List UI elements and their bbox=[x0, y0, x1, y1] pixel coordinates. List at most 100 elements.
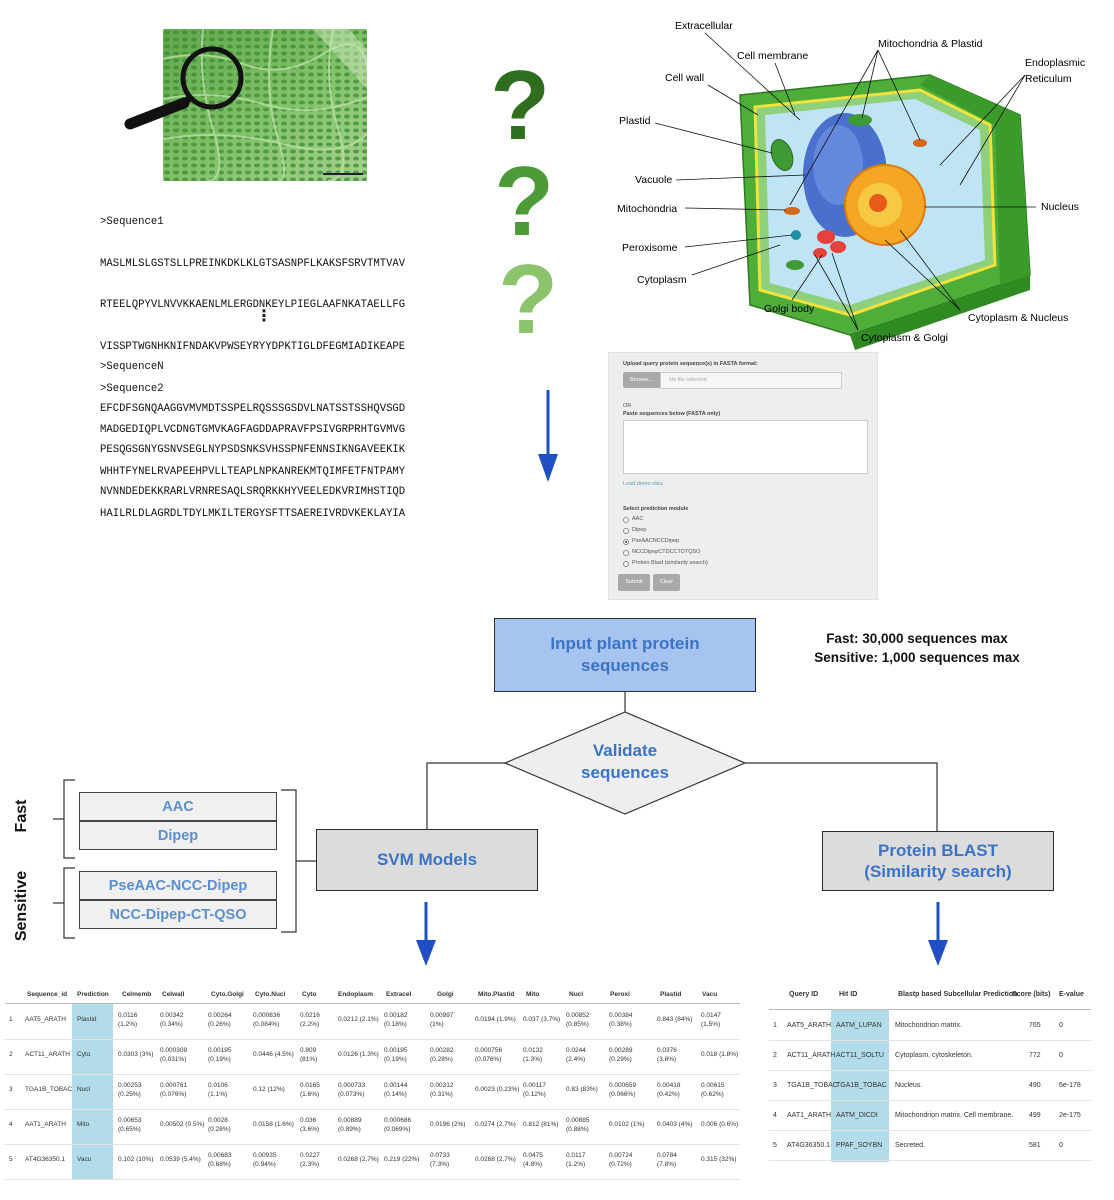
table-cell: 0.0158 (1.6%) bbox=[253, 1121, 294, 1128]
table-cell: 0.0212 (2.1%) bbox=[338, 1016, 379, 1023]
table-cell: 0.0733(7.3%) bbox=[430, 1152, 450, 1168]
vertical-ellipsis: ⋮ bbox=[256, 308, 272, 325]
row-separator bbox=[769, 1040, 1091, 1041]
column-header[interactable]: Query ID bbox=[789, 991, 819, 998]
column-header[interactable]: Score (bits) bbox=[1012, 991, 1051, 998]
column-header[interactable]: Plastid bbox=[660, 991, 682, 998]
table-cell: TGA1B_TOBAC bbox=[787, 1082, 838, 1089]
column-header[interactable]: Cyto.Nucl bbox=[255, 991, 286, 998]
row-separator bbox=[5, 1144, 740, 1145]
table-cell: AAT5_ARATH bbox=[25, 1016, 66, 1023]
label-cell-wall: Cell wall bbox=[665, 72, 704, 84]
fasta-line: VISSPTWGNHKNIFNDAKVPWSEYRYYDPKTIGLDFEGMI… bbox=[100, 340, 406, 353]
column-header[interactable]: Extracel bbox=[386, 991, 412, 998]
radio-nccdipepctdcctdtqso[interactable] bbox=[623, 550, 629, 556]
label-cytoplasm: Cytoplasm bbox=[637, 274, 687, 286]
radio-label: Protein Blast (similarity search) bbox=[632, 560, 708, 566]
magnifier-icon bbox=[124, 46, 244, 130]
table-cell: 0.00264(0.26%) bbox=[208, 1012, 232, 1028]
table-cell: 0.000686(0.069%) bbox=[384, 1117, 412, 1133]
label-mito-plastid: Mitochondria & Plastid bbox=[878, 38, 983, 50]
table-cell: 0.0132(1.3%) bbox=[523, 1047, 543, 1063]
table-cell: 0.0102 (1%) bbox=[609, 1121, 645, 1128]
column-header[interactable]: Nucl bbox=[569, 991, 584, 998]
golgi-shape bbox=[813, 230, 846, 258]
table-cell: 3 bbox=[9, 1086, 13, 1093]
sequence-textarea[interactable] bbox=[623, 420, 868, 474]
model-pseaac-ncc-dipep: PseAAC-NCC-Dipep bbox=[79, 871, 277, 900]
model-dipep: Dipep bbox=[79, 821, 277, 850]
row-separator bbox=[5, 1109, 740, 1110]
table-cell: 581 bbox=[1029, 1142, 1041, 1149]
fasta-line: RTEELQPYVLNVVKKAENLMLERGDNKEYLPIEGLAAFNK… bbox=[100, 299, 406, 312]
label-extracellular: Extracellular bbox=[675, 20, 733, 32]
table-cell: 0.006 (0.6%) bbox=[701, 1121, 739, 1128]
label-reticulum: Reticulum bbox=[1025, 73, 1072, 85]
column-header[interactable]: Blastp based Subcellular Prediction bbox=[898, 991, 1018, 998]
radio-label: PseAACNCCDipep bbox=[632, 538, 680, 544]
column-header[interactable]: Sequence_id bbox=[27, 991, 68, 998]
radio-pseaacnccdipep[interactable] bbox=[623, 539, 629, 545]
radio-aac[interactable] bbox=[623, 517, 629, 523]
table-cell: Mitochondrion matrix. bbox=[895, 1022, 962, 1029]
label-cyto-nucleus: Cytoplasm & Nucleus bbox=[968, 312, 1068, 324]
submit-button[interactable]: Submit bbox=[618, 574, 650, 591]
clear-button[interactable]: Clear bbox=[653, 574, 680, 591]
radio-dipep[interactable] bbox=[623, 528, 629, 534]
plant-cell-diagram: Extracellular Cell membrane Mitochondria… bbox=[617, 20, 1085, 350]
table-cell: 0.00502 (0.5%) bbox=[160, 1121, 205, 1128]
limit-fast: Fast: 30,000 sequences max bbox=[826, 631, 1008, 646]
peroxisome-shape bbox=[791, 230, 801, 240]
table-cell: 5 bbox=[9, 1156, 13, 1163]
column-header[interactable]: Vacu bbox=[702, 991, 718, 998]
table-cell: 0.000756(0.076%) bbox=[475, 1047, 503, 1063]
column-header[interactable]: E-value bbox=[1059, 991, 1084, 998]
table-cell: ACT11_ARATH bbox=[787, 1052, 836, 1059]
column-header[interactable]: Golgi bbox=[437, 991, 454, 998]
plastid-shape bbox=[770, 139, 794, 171]
prediction-column-highlight bbox=[72, 1004, 113, 1179]
table-cell: 0.00312(0.31%) bbox=[430, 1082, 454, 1098]
blast-results-table: Query ID Hit ID Blastp based Subcellular… bbox=[769, 985, 1091, 1163]
table-cell: 0.0244(2.4%) bbox=[566, 1047, 586, 1063]
table-cell: 0.000733(0.073%) bbox=[338, 1082, 366, 1098]
table-cell: 0.102 (10%) bbox=[118, 1156, 154, 1163]
table-cell: 0.0403 (4%) bbox=[657, 1121, 693, 1128]
table-cell: 0.00195(0.19%) bbox=[384, 1047, 408, 1063]
column-header[interactable]: Peroxi bbox=[610, 991, 630, 998]
module-label: Select prediction module bbox=[623, 506, 689, 512]
model-brackets bbox=[53, 779, 316, 939]
table-cell: 1 bbox=[9, 1016, 13, 1023]
column-header[interactable]: Celwall bbox=[162, 991, 185, 998]
column-header[interactable]: Hit ID bbox=[839, 991, 858, 998]
svm-results-table: Sequence_id Prediction Celmemb Celwall C… bbox=[5, 988, 740, 1183]
load-demo-link[interactable]: Load demo data bbox=[623, 481, 663, 487]
column-header[interactable]: Prediction bbox=[77, 991, 109, 998]
table-cell: 0.000659(0.066%) bbox=[609, 1082, 637, 1098]
table-cell: AAT1_ARATH bbox=[787, 1112, 832, 1119]
column-header[interactable]: Mito.Plastid bbox=[478, 991, 515, 998]
upload-label: Upload query protein sequence(s) in FAST… bbox=[623, 361, 758, 367]
cell-wall-side bbox=[920, 75, 1030, 285]
table-cell: 1 bbox=[773, 1022, 777, 1029]
table-cell: 0.0268 (2.7%) bbox=[338, 1156, 379, 1163]
column-header[interactable]: Celmemb bbox=[122, 991, 152, 998]
table-cell: 0.00852(0.85%) bbox=[566, 1012, 590, 1028]
file-name-field[interactable]: No file selected. bbox=[660, 372, 842, 389]
table-cell: 0.0023 (0.23%) bbox=[475, 1086, 520, 1093]
table-cell: 0.00724(0.72%) bbox=[609, 1152, 633, 1168]
radio-protein-blast[interactable] bbox=[623, 561, 629, 567]
column-header[interactable]: Endoplasm bbox=[338, 991, 374, 998]
browse-button[interactable]: Browse... bbox=[623, 372, 660, 388]
column-header[interactable]: Cyto bbox=[302, 991, 317, 998]
column-header[interactable]: Cyto.Golgi bbox=[211, 991, 244, 998]
or-text: OR bbox=[623, 403, 632, 409]
table-cell: 0.018 (1.8%) bbox=[701, 1051, 739, 1058]
table-cell: 0.00653(0.65%) bbox=[118, 1117, 142, 1133]
column-header[interactable]: Mito bbox=[526, 991, 540, 998]
question-mark-3: ? bbox=[498, 244, 558, 354]
fasta-line: PESQGSGNYGSNVSEGLNYPSDSNKSVHSSPNFENNSIKN… bbox=[100, 444, 406, 457]
table-cell: 0.0784(7.8%) bbox=[657, 1152, 677, 1168]
svm-models-box: SVM Models bbox=[316, 829, 538, 891]
leader-lines bbox=[654, 32, 1036, 331]
